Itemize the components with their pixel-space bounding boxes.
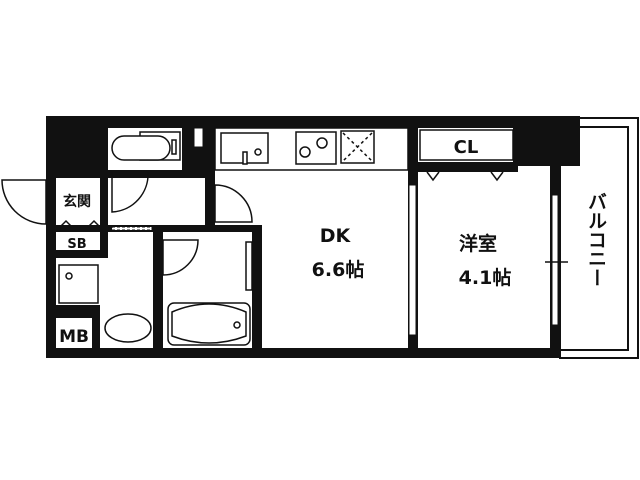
washing-machine-icon — [58, 264, 99, 304]
label-genkan: 玄関 — [63, 193, 91, 210]
pipe-space — [193, 127, 204, 148]
label-western-size: 4.1帖 — [459, 266, 512, 289]
balcony-window[interactable] — [551, 194, 559, 326]
bath-door[interactable] — [162, 239, 199, 276]
toilet-door[interactable] — [111, 171, 149, 213]
label-dk-size: 6.6帖 — [312, 258, 365, 281]
toilet-icon — [111, 131, 181, 161]
sliding-door-dk[interactable] — [408, 184, 417, 336]
kitchen-counter — [214, 127, 409, 171]
label-sb: SB — [67, 237, 86, 252]
label-balcony: バルコニー — [585, 192, 607, 287]
label-western-room: 洋室 — [459, 232, 497, 255]
label-dk: DK — [320, 225, 352, 247]
basin-icon — [104, 313, 152, 343]
label-closet: CL — [454, 137, 479, 158]
label-mb: MB — [59, 327, 89, 347]
sliding-rail — [111, 226, 153, 231]
bath-sink-icon — [245, 241, 253, 291]
dk-door[interactable] — [214, 184, 253, 223]
closet — [419, 129, 514, 161]
entrance-door[interactable] — [1, 179, 47, 225]
